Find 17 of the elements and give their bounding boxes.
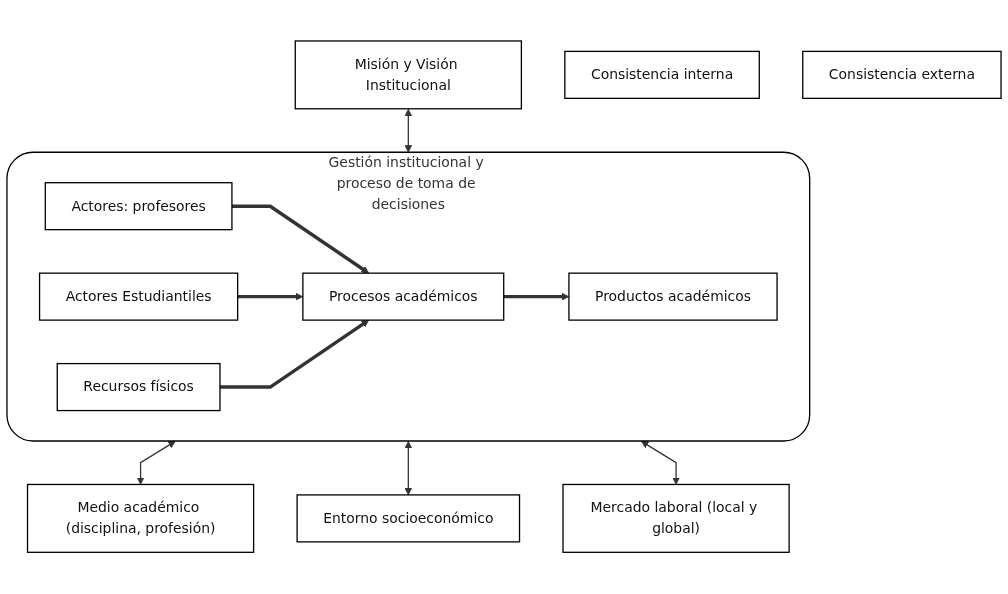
arrow	[404, 109, 413, 153]
node-box: Recursos físicos	[56, 363, 221, 412]
node-box: Consistencia interna	[564, 51, 760, 100]
arrow	[231, 204, 370, 274]
node-box: Procesos académicos	[302, 272, 505, 322]
node-box: Entorno socioeconómico	[296, 494, 521, 543]
node-box: Actores: profesores	[44, 182, 233, 231]
arrow	[640, 441, 680, 486]
arrow	[136, 441, 176, 486]
node-box: Productos académicos	[568, 272, 778, 322]
node-box: Misión y Visión Institucional	[294, 40, 522, 110]
node-box: Mercado laboral (local y global)	[562, 484, 790, 554]
node-box: Medio académico (disciplina, profesión)	[26, 484, 255, 554]
node-box: Consistencia externa	[802, 51, 1002, 100]
arrow	[219, 320, 370, 390]
arrow	[404, 441, 413, 496]
node-box: Actores Estudiantiles	[38, 272, 239, 322]
